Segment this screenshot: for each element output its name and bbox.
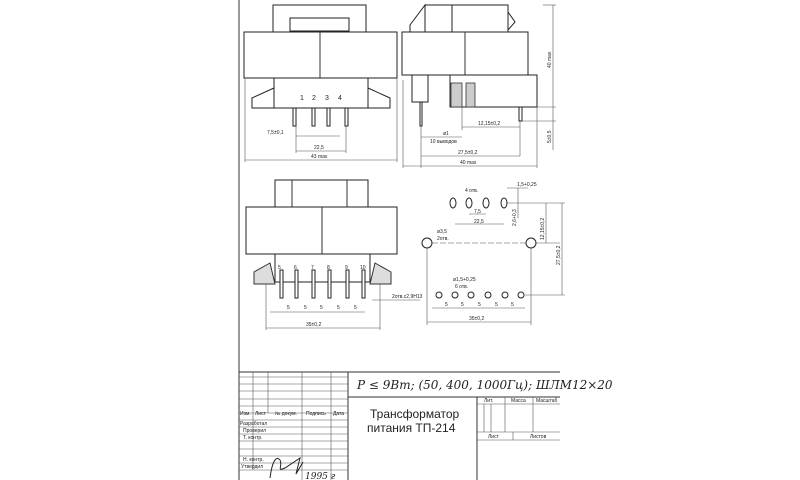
- column-header: Изм.: [240, 411, 251, 417]
- pin-label: 5: [278, 265, 281, 271]
- pin-label: 7: [311, 265, 314, 271]
- dim-label: 7,5±0,1: [267, 130, 284, 136]
- column-header: № докум.: [275, 411, 297, 417]
- role-label: Н. контр.: [243, 457, 264, 463]
- dim-label: 7,5: [474, 209, 481, 215]
- dim-label: ø3,5: [437, 229, 447, 235]
- dim-label: 6 отв.: [455, 284, 468, 290]
- drawing-subtitle: питания ТП-214: [367, 421, 456, 435]
- dim-label: 5: [495, 302, 498, 308]
- dim-label: 40 max: [460, 160, 477, 166]
- dim-label: 5: [511, 302, 514, 308]
- title-block: P ≤ 9Вт; (50, 400, 1000Гц); ШЛМ12×20 Изм…: [239, 371, 613, 480]
- dim-label: 5: [304, 305, 307, 311]
- dim-label: 35±0,2: [469, 316, 484, 322]
- pins: [279, 269, 366, 299]
- dim-label: 4 отв.: [465, 188, 478, 194]
- front-view: 1 2 3 4 7,5±0,1 22,5 43 max: [243, 4, 398, 162]
- dim-label: 27,5±0,2: [556, 245, 562, 265]
- role-label: Т. контр.: [243, 435, 263, 441]
- dim-label: ø1,5+0,25: [453, 277, 476, 283]
- bottom-view: 5 6 7 8 9 10 5 5 5 5 5 35±0,2 2отв.с2,9Н…: [245, 179, 423, 330]
- dim-label: 5: [287, 305, 290, 311]
- pin-label: 8: [327, 265, 330, 271]
- signature: [269, 456, 304, 479]
- dim-label: 27,5±0,2: [458, 150, 478, 156]
- signature-year: 1995 г: [305, 472, 336, 480]
- pin-label: 10: [360, 265, 366, 271]
- dim-label: 2отв.с2,9Н13: [392, 294, 423, 300]
- dim-label: 2отв.: [437, 236, 449, 242]
- drawing-title: Трансформатор: [370, 407, 460, 421]
- dim-label: 5: [445, 302, 448, 308]
- mass-label: Масса: [511, 398, 526, 404]
- dim-label: 5: [478, 302, 481, 308]
- column-header: Дата: [333, 411, 344, 417]
- dim-label: ø1: [443, 131, 449, 137]
- dim-label: 2,6+0,3: [512, 209, 518, 226]
- dim-label: 5: [354, 305, 357, 311]
- dim-label: 5±0,5: [547, 130, 553, 143]
- role-label: Разработал: [240, 421, 267, 427]
- pin-label: 9: [345, 265, 348, 271]
- dim-label: 5: [337, 305, 340, 311]
- dim-label: 12,15±0,2: [478, 121, 500, 127]
- dim-label: 5: [320, 305, 323, 311]
- dim-label: 22,5: [474, 219, 484, 225]
- role-label: Утвердил: [241, 464, 263, 470]
- footprint-view: 4 отв. 1,5+0,25 7,5 22,5 2,6+0,3 12,15±0…: [421, 182, 565, 325]
- scale-label: Масштаб: [536, 398, 558, 404]
- pin-label: 2: [312, 95, 316, 102]
- pin-label: 4: [338, 95, 342, 102]
- dim-label: 5: [461, 302, 464, 308]
- dim-label: 43 max: [311, 154, 328, 160]
- dim-label: 1,5+0,25: [517, 182, 537, 188]
- dim-label: 22,5: [314, 145, 324, 151]
- dim-label: 35±0,2: [306, 322, 321, 328]
- dim-label: 10 выводов: [430, 139, 457, 145]
- pin-label: 1: [300, 95, 304, 102]
- sheets-label: Листов: [530, 434, 547, 440]
- spec-note: P ≤ 9Вт; (50, 400, 1000Гц); ШЛМ12×20: [356, 378, 613, 392]
- column-header: Подпись: [306, 411, 326, 417]
- column-header: Лист: [255, 411, 267, 417]
- pin-label: 3: [325, 95, 329, 102]
- pin-label: 6: [294, 265, 297, 271]
- dim-label: 12,15±0,2: [540, 218, 546, 240]
- dim-label: 40 max: [547, 51, 553, 68]
- role-label: Проверил: [243, 428, 266, 434]
- side-view: 12,15±0,2 ø1 10 выводов 27,5±0,2 40 max …: [401, 3, 556, 168]
- lit-label: Лит.: [484, 398, 493, 404]
- sheet-label: Лист: [488, 434, 500, 440]
